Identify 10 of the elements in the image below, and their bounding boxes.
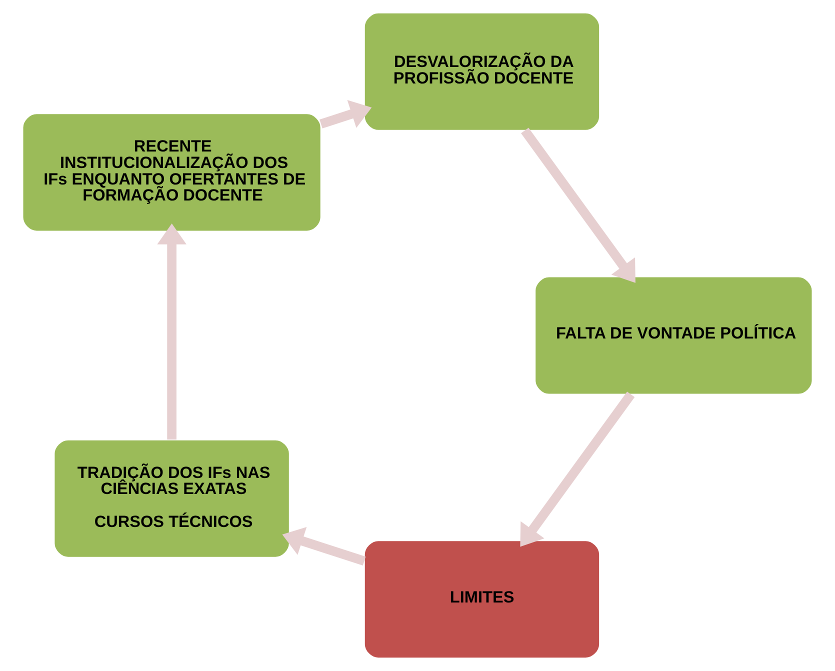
arrow — [320, 100, 372, 128]
node-box: FALTA DE VONTADE POLÍTICA — [534, 276, 813, 395]
arrow — [157, 223, 186, 440]
arrow — [282, 526, 366, 566]
node-box: TRADIÇÃO DOS IFs NAS CIÊNCIAS EXATAS CURSOS TÉCNICOS — [54, 439, 290, 558]
node-box: DESVALORIZAÇÃO DA PROFISSÃO DOCENTE — [364, 12, 600, 132]
node-box: RECENTE INSTITUCIONALIZAÇÃO DOS IFs ENQUANTO OFERTANTES DE FORMAÇÃO DOCENTE — [22, 113, 322, 232]
arrow — [520, 392, 635, 547]
node-box: LIMITES — [364, 540, 600, 659]
arrow — [521, 128, 636, 283]
